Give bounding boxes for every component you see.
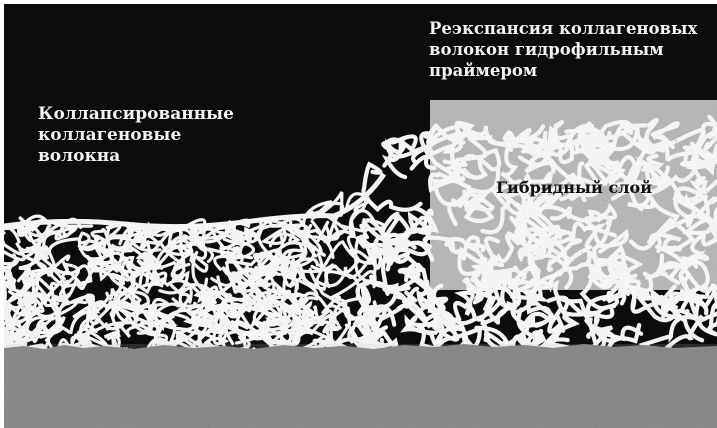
reexpansion-line: волокон гидрофильным (429, 39, 697, 60)
reexpansion-line: праймером (429, 60, 697, 81)
collapsed-fiber-mesh (4, 174, 384, 359)
collagen-fiber (383, 214, 409, 235)
collapsed-fibers-line: коллагеновые (38, 125, 234, 146)
dentin-substrate (4, 344, 717, 428)
reexpansion-line: Реэкспансия коллагеновых (429, 18, 697, 39)
collapsed-fibers-label: Коллапсированные коллагеновые волокна (38, 104, 234, 167)
collapsed-fibers-line: Коллапсированные (38, 104, 234, 125)
collagen-fiber (57, 260, 78, 315)
hybrid-layer-label: Гибридный слой (496, 178, 652, 197)
diagram-frame: Коллапсированные коллагеновые волокна Ре… (4, 4, 717, 428)
collapsed-fibers-line: волокна (38, 146, 234, 167)
collapsed-fiber-edge (4, 174, 384, 227)
reexpansion-label: Реэкспансия коллагеновых волокон гидрофи… (429, 18, 697, 81)
